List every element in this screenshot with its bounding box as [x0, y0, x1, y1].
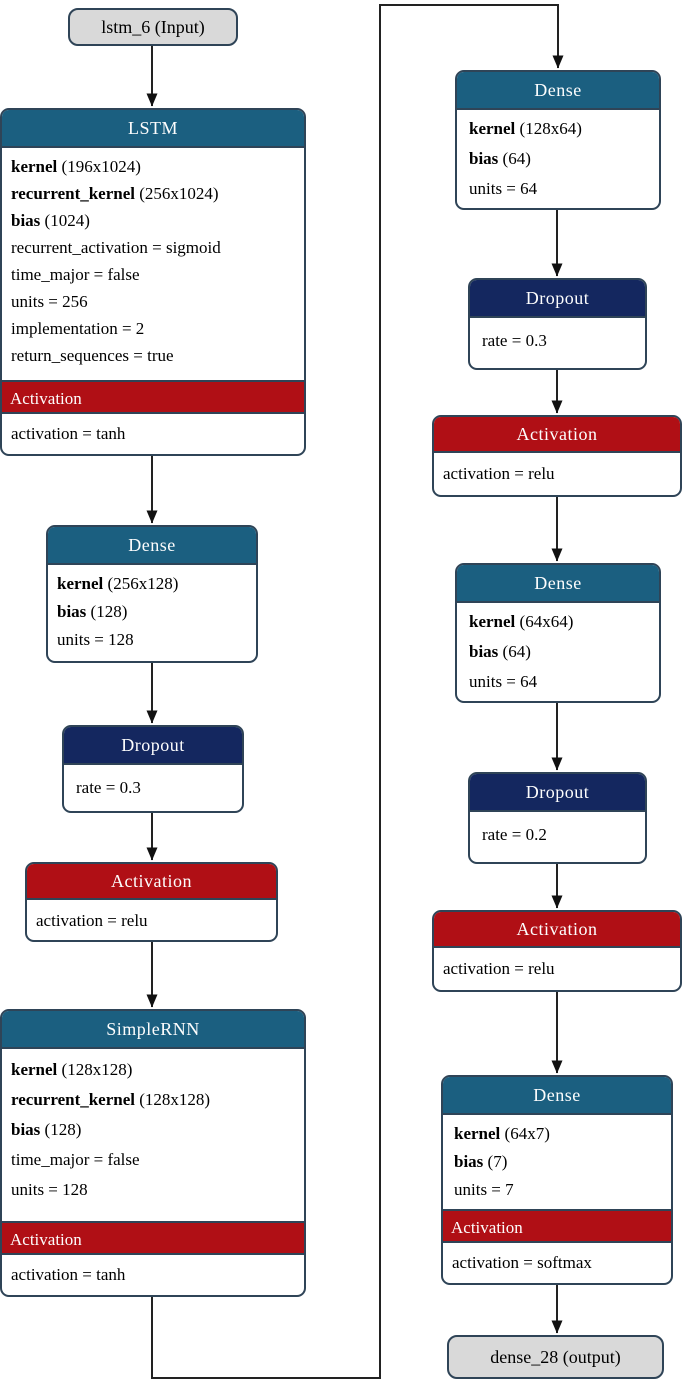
layer-block-dropout: Dropout rate = 0.3 — [468, 278, 647, 370]
layer-params: kernel (128x64) bias (64) units = 64 — [457, 110, 659, 208]
param-line: rate = 0.2 — [482, 825, 547, 844]
param-line: bias (128) — [11, 1120, 82, 1139]
param-line: units = 256 — [11, 292, 88, 311]
layer-block-simplernn: SimpleRNN kernel (128x128) recurrent_ker… — [0, 1009, 306, 1297]
layer-params: rate = 0.2 — [470, 812, 645, 862]
param-line: units = 128 — [57, 630, 134, 649]
param-line: activation = relu — [443, 959, 555, 978]
param-line: units = 64 — [469, 179, 538, 198]
layer-title: Dense — [48, 527, 256, 565]
param-line: kernel (64x7) — [454, 1124, 550, 1143]
layer-block-lstm: LSTM kernel (196x1024) recurrent_kernel … — [0, 108, 306, 456]
layer-title: Activation — [434, 912, 680, 948]
layer-block-dense-output: Dense kernel (64x7) bias (7) units = 7 A… — [441, 1075, 673, 1285]
layer-title: Dense — [457, 72, 659, 110]
param-line: time_major = false — [11, 265, 140, 284]
layer-title: Dropout — [470, 280, 645, 318]
layer-params: activation = relu — [434, 453, 680, 495]
layer-params: kernel (196x1024) recurrent_kernel (256x… — [2, 148, 304, 380]
layer-params: activation = relu — [27, 900, 276, 940]
layer-title: LSTM — [2, 110, 304, 148]
param-line: bias (64) — [469, 149, 531, 168]
param-line: activation = relu — [443, 464, 555, 483]
layer-params: activation = relu — [434, 948, 680, 990]
param-line: bias (128) — [57, 602, 128, 621]
param-line: units = 128 — [11, 1180, 88, 1199]
param-line: kernel (256x128) — [57, 574, 179, 593]
layer-block-activation: Activation activation = relu — [432, 415, 682, 497]
activation-section-header: Activation — [443, 1209, 671, 1243]
layer-title: Dropout — [64, 727, 242, 765]
param-line: implementation = 2 — [11, 319, 145, 338]
layer-title: Activation — [434, 417, 680, 453]
layer-params: kernel (64x7) bias (7) units = 7 — [443, 1115, 671, 1209]
param-line: bias (1024) — [11, 211, 90, 230]
input-node-label: lstm_6 (Input) — [101, 16, 205, 37]
layer-block-activation: Activation activation = relu — [432, 910, 682, 992]
layer-title: Dense — [457, 565, 659, 603]
layer-block-dropout: Dropout rate = 0.2 — [468, 772, 647, 864]
layer-title: Dropout — [470, 774, 645, 812]
layer-params: rate = 0.3 — [64, 765, 242, 811]
activation-section-header: Activation — [2, 380, 304, 414]
param-line: recurrent_kernel (256x1024) — [11, 184, 219, 203]
param-line: units = 7 — [454, 1180, 514, 1199]
layer-params: rate = 0.3 — [470, 318, 645, 368]
layer-block-dense: Dense kernel (64x64) bias (64) units = 6… — [455, 563, 661, 703]
param-line: units = 64 — [469, 672, 538, 691]
param-line: rate = 0.3 — [76, 778, 141, 797]
param-line: bias (7) — [454, 1152, 508, 1171]
layer-block-activation: Activation activation = relu — [25, 862, 278, 942]
layer-title: Activation — [27, 864, 276, 900]
input-node: lstm_6 (Input) — [68, 8, 238, 46]
layer-title: SimpleRNN — [2, 1011, 304, 1049]
layer-block-dropout: Dropout rate = 0.3 — [62, 725, 244, 813]
output-node-label: dense_28 (output) — [490, 1346, 621, 1367]
param-line: return_sequences = true — [11, 346, 174, 365]
activation-value: activation = softmax — [452, 1253, 592, 1272]
param-line: recurrent_activation = sigmoid — [11, 238, 221, 257]
layer-params: kernel (128x128) recurrent_kernel (128x1… — [2, 1049, 304, 1221]
activation-value: activation = tanh — [11, 1265, 126, 1284]
param-line: bias (64) — [469, 642, 531, 661]
layer-params: kernel (64x64) bias (64) units = 64 — [457, 603, 659, 701]
param-line: activation = relu — [36, 911, 148, 930]
layer-block-dense: Dense kernel (128x64) bias (64) units = … — [455, 70, 661, 210]
layer-title: Dense — [443, 1077, 671, 1115]
param-line: kernel (128x128) — [11, 1060, 133, 1079]
param-line: time_major = false — [11, 1150, 140, 1169]
param-line: kernel (64x64) — [469, 612, 574, 631]
activation-value: activation = tanh — [11, 424, 126, 443]
param-line: rate = 0.3 — [482, 331, 547, 350]
param-line: recurrent_kernel (128x128) — [11, 1090, 211, 1109]
edge-simplernn-to-dense2 — [151, 4, 564, 1379]
output-node: dense_28 (output) — [447, 1335, 664, 1379]
param-line: kernel (196x1024) — [11, 157, 141, 176]
layer-block-dense: Dense kernel (256x128) bias (128) units … — [46, 525, 258, 663]
param-line: kernel (128x64) — [469, 119, 582, 138]
layer-params: kernel (256x128) bias (128) units = 128 — [48, 565, 256, 661]
activation-section-header: Activation — [2, 1221, 304, 1255]
